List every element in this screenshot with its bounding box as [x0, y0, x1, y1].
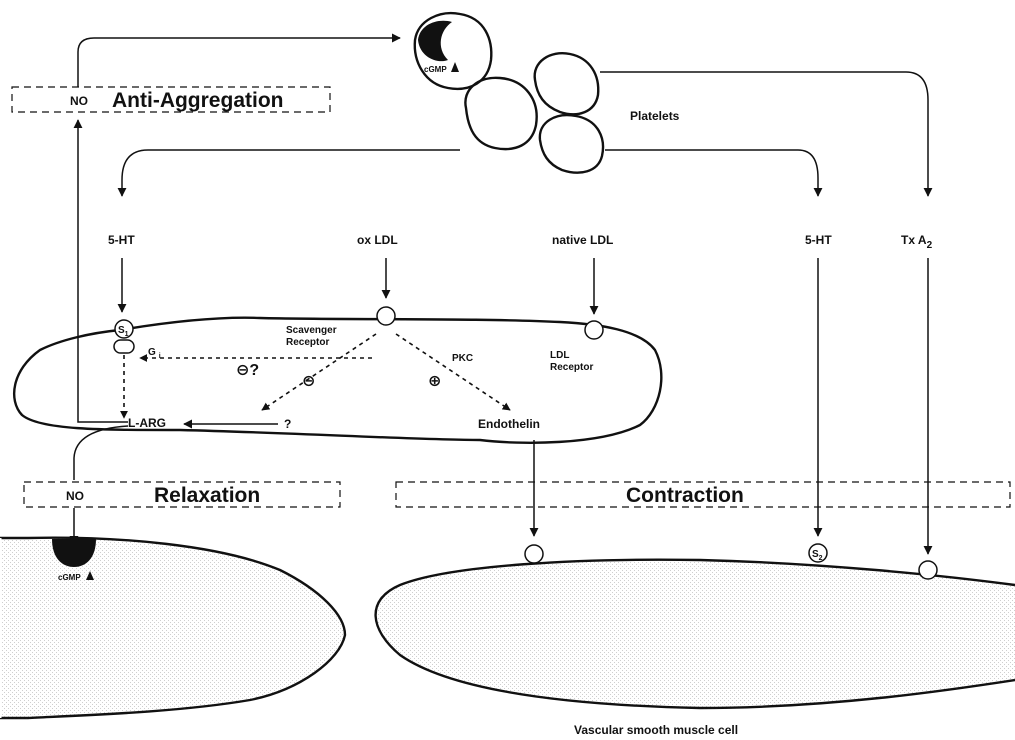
ldl-receptor-circle-icon: [584, 320, 604, 340]
anti-aggregation-box: [11, 86, 331, 113]
s2-label-base: S: [812, 549, 819, 560]
right-5ht-label: 5-HT: [805, 233, 832, 247]
ldl-receptor-label-line2: Receptor: [550, 362, 593, 373]
vascular-smooth-muscle-cell-label: Vascular smooth muscle cell: [574, 723, 738, 737]
platelets-to-txa2: [600, 71, 933, 197]
minus-sign: ⊖: [302, 373, 315, 390]
platelet-granule: [418, 20, 452, 62]
left-5ht-label: 5-HT: [108, 233, 135, 247]
s1-label-base: S: [118, 325, 125, 336]
s1-label: S1: [118, 325, 129, 338]
scavenger-label-line1: Scavenger: [286, 325, 337, 336]
txa2-label-base: Tx A: [901, 233, 927, 247]
larg-to-no-curve: [73, 425, 129, 480]
no-to-platelets-arrow: [77, 33, 401, 87]
ox-ldl-label: ox LDL: [357, 233, 398, 247]
muscle-cgmp-label: cGMP: [58, 573, 81, 582]
question-mark-label: ?: [284, 417, 291, 431]
muscle-cgmp-granule: [52, 539, 96, 567]
txa2-receptor-circle-icon: [918, 560, 938, 580]
no-top-label: NO: [70, 94, 88, 108]
txa2-label-sub: 2: [927, 240, 933, 251]
scavenger-receptor-circle-icon: [376, 306, 396, 326]
gi-label-sub: i: [159, 353, 161, 360]
up-arrowhead-icon: [451, 62, 459, 72]
platelet-2: [464, 76, 538, 151]
txa2-label: Tx A2: [901, 233, 933, 251]
scavenger-to-endothelin-dashed-arrow: [395, 333, 511, 411]
platelets-to-left-5ht: [117, 149, 460, 197]
contraction-box: [395, 481, 1011, 508]
l-arg-label: L-ARG: [128, 416, 166, 430]
platelet-4: [538, 113, 605, 174]
contraction-label: Contraction: [626, 484, 744, 507]
no-feedback-arrow: [73, 119, 128, 423]
plus-sign: ⊕: [428, 373, 441, 390]
scavenger-to-larg-dashed-arrow: [261, 333, 377, 411]
native-ldl-label: native LDL: [552, 233, 613, 247]
pkc-label: PKC: [452, 353, 473, 364]
left-smooth-muscle-cell: [0, 536, 347, 720]
relaxation-label: Relaxation: [154, 484, 260, 507]
s2-label: S2: [812, 549, 823, 562]
platelet-activated: [413, 11, 493, 91]
right-smooth-muscle-cell: [374, 558, 1015, 710]
endothelin-label: Endothelin: [478, 417, 540, 431]
s1-label-sub: 1: [125, 331, 129, 338]
ldl-receptor-label-line1: LDL: [550, 350, 569, 361]
anti-aggregation-label: Anti-Aggregation: [112, 89, 283, 112]
scavenger-label-line2: Receptor: [286, 337, 329, 348]
s2-label-sub: 2: [819, 555, 823, 562]
endothelial-cell: [13, 316, 663, 444]
up-arrowhead-icon: [86, 571, 94, 580]
g-protein-icon: [113, 339, 135, 354]
platelets-label: Platelets: [630, 109, 680, 123]
s1-receptor-icon: [114, 319, 134, 339]
platelet-cgmp-label: cGMP: [424, 65, 447, 74]
endothelin-receptor-circle-icon: [524, 544, 544, 564]
relaxation-box: [23, 481, 341, 508]
gi-label-base: G: [148, 347, 156, 358]
s2-receptor-circle-icon: [808, 543, 828, 563]
platelet-3: [533, 52, 600, 116]
platelets-to-right-5ht: [605, 149, 823, 197]
minus-question-sign: ⊖?: [236, 362, 259, 379]
no-bottom-label: NO: [66, 489, 84, 503]
